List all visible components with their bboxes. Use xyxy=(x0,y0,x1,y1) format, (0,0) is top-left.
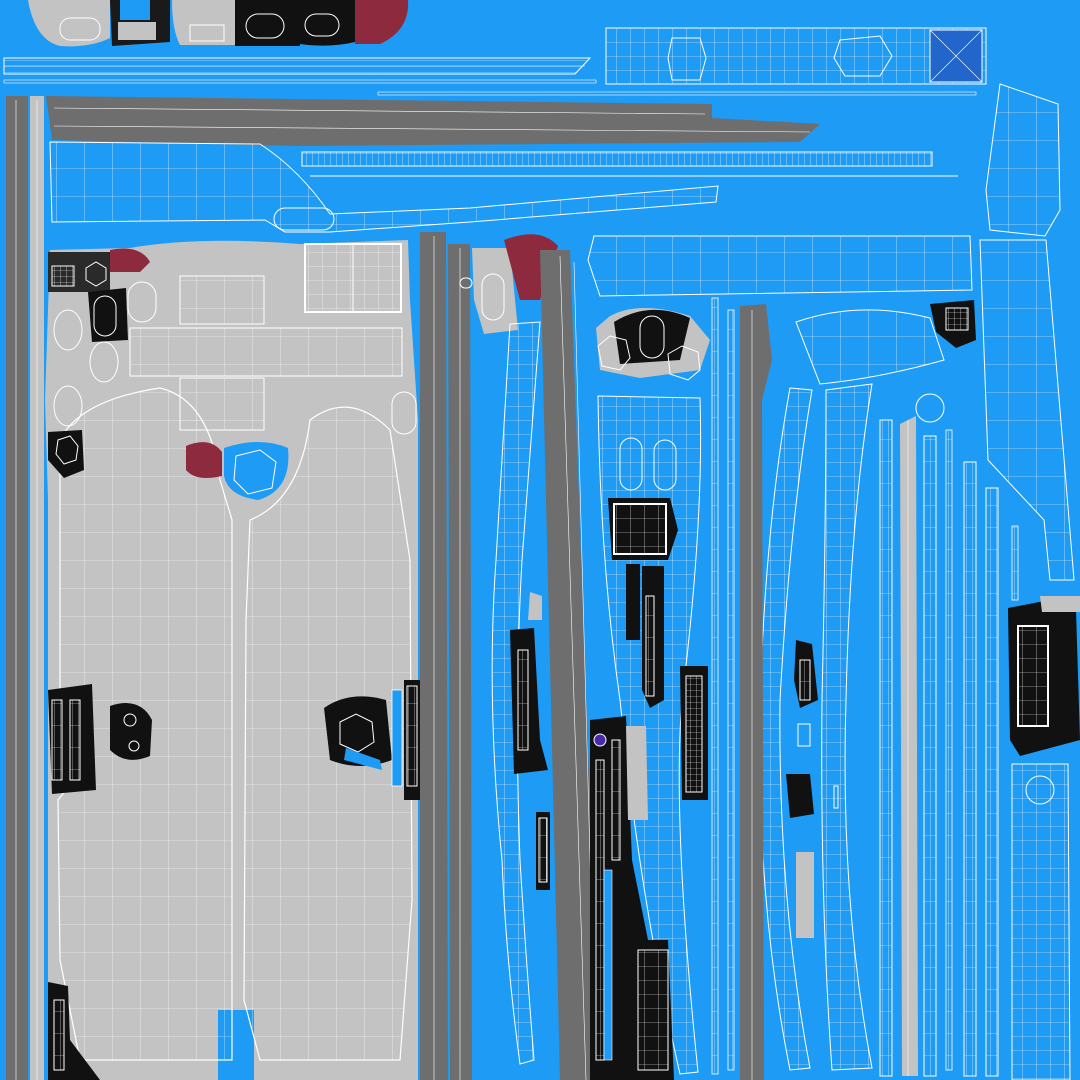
top-island-black-a xyxy=(235,0,300,46)
body-panel xyxy=(45,240,418,1080)
center-components xyxy=(459,277,1080,1080)
left-strips xyxy=(6,96,44,1080)
center-strips xyxy=(420,232,600,1080)
top-islands xyxy=(28,0,409,47)
curved-strips xyxy=(491,235,1075,1080)
grid-panel-top-right xyxy=(605,27,987,85)
left-widgets xyxy=(48,248,420,1080)
dark-strip xyxy=(46,96,820,146)
dark-pad-right xyxy=(324,696,392,766)
top-island-light-mid xyxy=(172,0,235,45)
top-island-light-left xyxy=(28,0,110,47)
strip-thin-2 xyxy=(377,91,977,96)
upper-band xyxy=(46,83,1061,237)
vertical-thin-strips xyxy=(711,297,1019,1080)
curved-grid-panel xyxy=(49,141,719,233)
strip-thin-1 xyxy=(3,79,597,84)
top-island-maroon xyxy=(355,0,409,44)
top-strips xyxy=(3,27,987,96)
strip-mid-1 xyxy=(301,151,933,167)
maroon-patch-left xyxy=(110,248,150,272)
curved-top-right-piece xyxy=(985,83,1061,237)
maroon-patch-mid xyxy=(186,442,222,478)
top-island-black-b xyxy=(300,0,355,46)
